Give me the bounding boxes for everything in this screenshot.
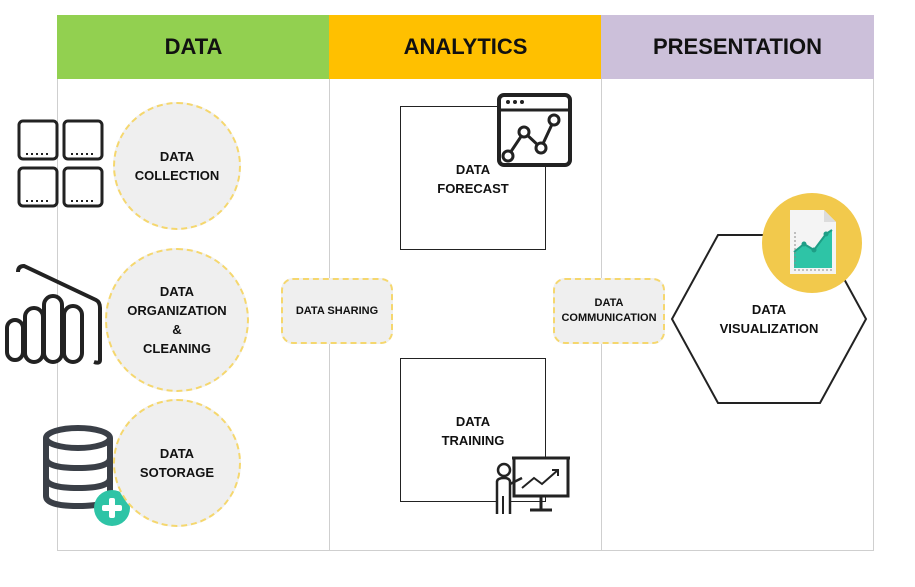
data-training-label-2: TRAINING (441, 433, 505, 448)
data-communication-connector: DATA COMMUNICATION (553, 278, 665, 344)
data-forecast-label-2: FORECAST (437, 181, 509, 196)
data-storage-label-1: DATA (159, 446, 195, 461)
database-add-icon (43, 425, 130, 526)
presentation-header: PRESENTATION (601, 15, 874, 79)
data-sharing-connector: DATA SHARING (281, 278, 393, 344)
data-training-label: DATA TRAINING (420, 412, 526, 450)
report-document-icon (762, 193, 862, 293)
data-header: DATA (57, 15, 330, 79)
data-visualization-label: DATA VISUALIZATION (704, 300, 834, 338)
data-organization-node: DATA ORGANIZATION & CLEANING (105, 248, 249, 392)
data-storage-label-2: SOTORAGE (139, 465, 215, 480)
line-chart-window-icon (497, 93, 572, 167)
data-forecast-label-1: DATA (455, 162, 491, 177)
data-organization-label-4: CLEANING (143, 341, 211, 356)
data-organization-label-2: ORGANIZATION (127, 303, 227, 318)
data-organization-label-1: DATA (159, 284, 195, 299)
data-visualization-label-1: DATA (751, 302, 787, 317)
presenter-board-icon (495, 456, 570, 514)
data-storage-node: DATA SOTORAGE (113, 399, 241, 527)
analytics-header-title: ANALYTICS (403, 34, 528, 59)
data-collection-label-2: COLLECTION (134, 168, 220, 183)
data-collection-label-1: DATA (159, 149, 195, 164)
data-communication-label-1: DATA (594, 297, 624, 309)
data-organization-label-3: & (172, 322, 182, 337)
data-sharing-label: DATA SHARING (295, 304, 379, 317)
data-collection-node: DATA COLLECTION (113, 102, 241, 230)
data-header-title: DATA (164, 34, 223, 59)
data-training-label-1: DATA (455, 414, 491, 429)
data-communication-label-2: COMMUNICATION (561, 312, 657, 324)
analytics-header: ANALYTICS (329, 15, 602, 79)
data-forecast-label: DATA FORECAST (420, 160, 526, 198)
grid-icon (17, 119, 104, 208)
presentation-header-title: PRESENTATION (652, 34, 823, 59)
data-visualization-label-2: VISUALIZATION (719, 321, 819, 336)
power-bi-icon (5, 263, 102, 365)
